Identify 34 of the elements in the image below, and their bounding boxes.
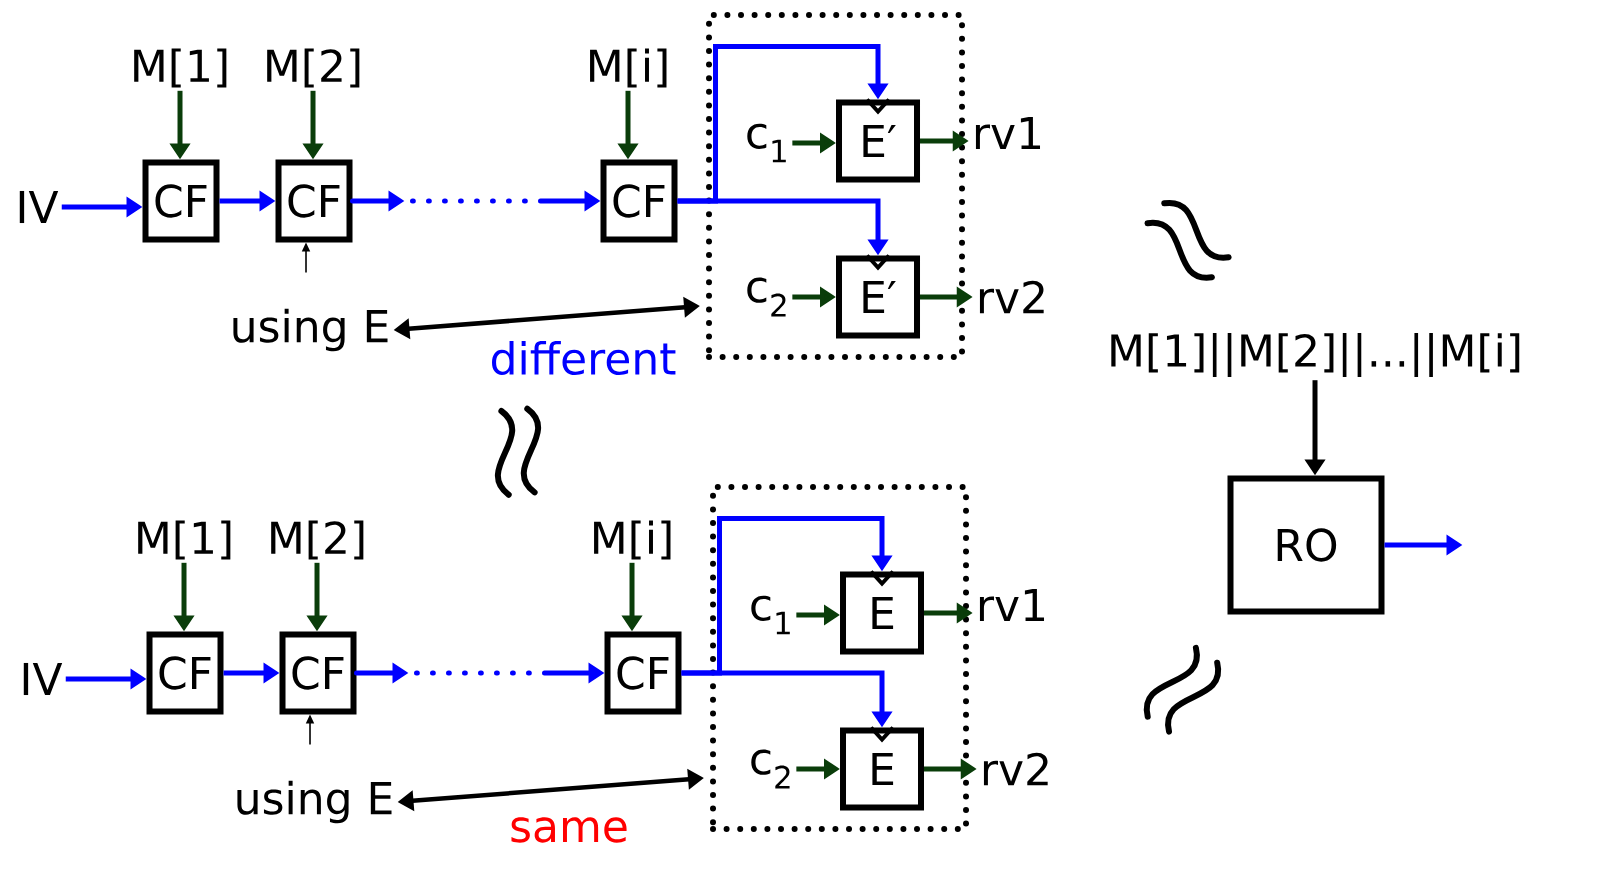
message-label: M[2] bbox=[271, 520, 364, 560]
message-label: M[1] bbox=[134, 48, 227, 88]
message-label: M[1] bbox=[138, 520, 231, 560]
iv-label: IV bbox=[19, 190, 59, 224]
iv-label: IV bbox=[23, 662, 63, 696]
message-label: M[i] bbox=[590, 48, 667, 88]
process-box: CF bbox=[600, 159, 678, 243]
input-label: c$_{2}$ bbox=[751, 749, 790, 789]
process-box: CF bbox=[142, 159, 220, 243]
dotted-frame bbox=[706, 12, 965, 360]
process-box: CF bbox=[604, 631, 682, 715]
process-box: RO bbox=[1227, 475, 1385, 615]
output-label: rv1 bbox=[979, 588, 1044, 622]
input-label: c$_{2}$ bbox=[747, 277, 786, 317]
process-box: E′ bbox=[836, 98, 920, 183]
process-box: E′ bbox=[836, 254, 920, 339]
note-label: using E bbox=[233, 308, 388, 352]
dotted-frame bbox=[710, 484, 969, 832]
input-label: c$_{1}$ bbox=[751, 595, 790, 635]
output-label: rv2 bbox=[983, 752, 1048, 786]
edge-label: different bbox=[492, 341, 676, 376]
input-label: c$_{1}$ bbox=[747, 123, 786, 163]
process-box: CF bbox=[275, 159, 353, 243]
process-box: E bbox=[840, 726, 924, 811]
process-box: E bbox=[840, 570, 924, 655]
output-label: rv2 bbox=[979, 280, 1044, 314]
edge-label: same bbox=[511, 817, 627, 843]
message-label: M[1]||M[2]||...||M[i] bbox=[1111, 333, 1520, 377]
process-box: CF bbox=[279, 631, 357, 715]
process-box: CF bbox=[146, 631, 224, 715]
output-label: rv1 bbox=[975, 116, 1040, 150]
message-label: M[i] bbox=[594, 520, 671, 560]
note-label: using E bbox=[237, 780, 392, 824]
message-label: M[2] bbox=[267, 48, 360, 88]
